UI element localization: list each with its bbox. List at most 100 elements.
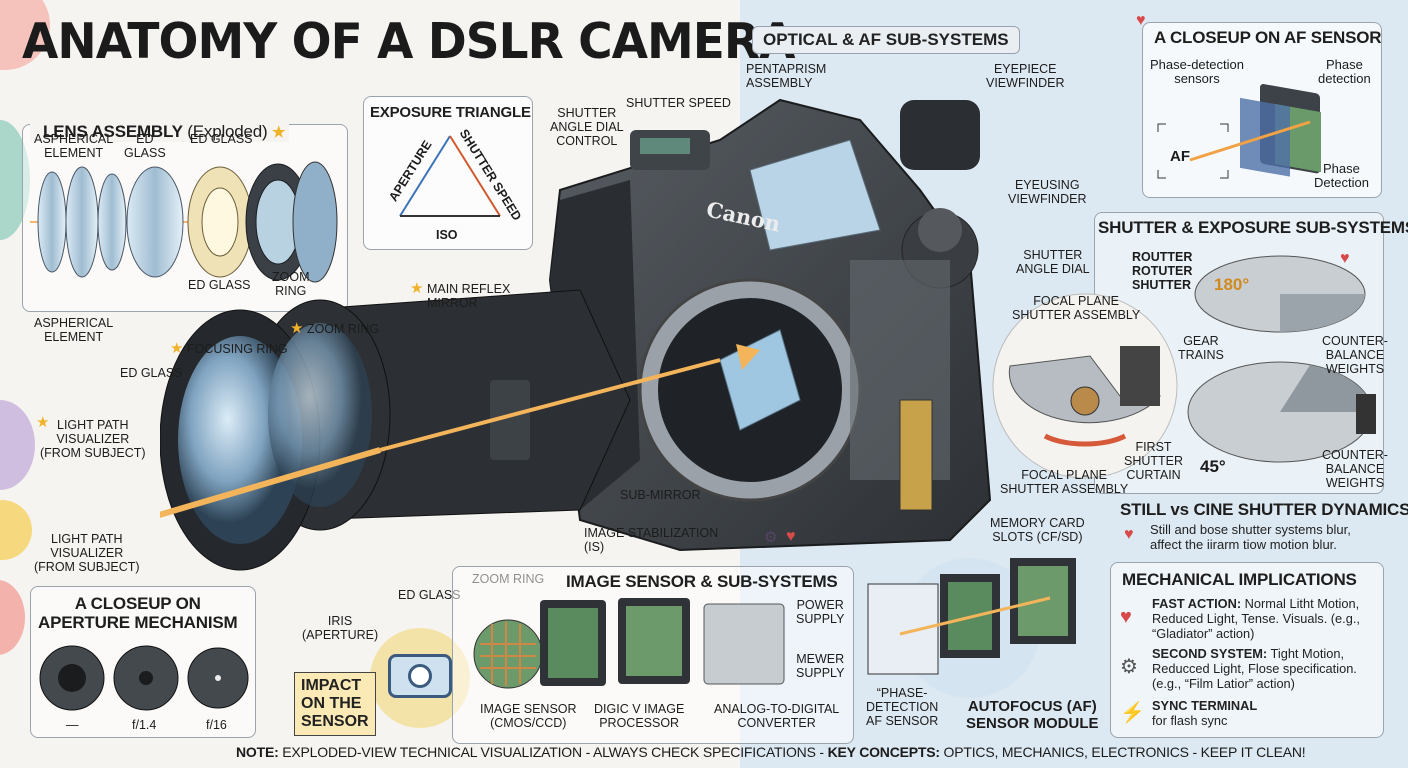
aperture-stop-2: f/1.4 (132, 718, 157, 732)
sub-mirror-label: SUB-MIRROR (620, 488, 701, 502)
iris-label: IRIS (APERTURE) (302, 614, 379, 642)
lens-label-ed-glass-1: ED GLASS (124, 132, 166, 160)
mechanical-row-3: SYNC TERMINAL for flash sync (1152, 698, 1384, 728)
mechanical-panel (1110, 562, 1384, 738)
counterbalance-1-label: COUNTER- BALANCE WEIGHTS (1322, 334, 1388, 376)
star-icon: ★ (36, 414, 50, 431)
still-cine-text: Still and bose shutter systems blur, aff… (1150, 522, 1351, 552)
lightning-icon: ⚡ (1120, 702, 1145, 724)
lens-label-aspherical-2: ASPHERICAL ELEMENT (34, 316, 114, 344)
af-label: AF (1170, 148, 1190, 165)
mechanical-row-3-bold: SYNC TERMINAL (1152, 698, 1258, 713)
mewer-supply-label: MEWER SUPPLY (796, 652, 845, 680)
main-reflex-mirror-label: ★ MAIN REFLEX MIRROR (410, 280, 511, 310)
mechanical-row-2-text: Tight Motion, Reducced Light, Flose spec… (1152, 646, 1357, 691)
lens-label-zoom-ring: ZOOM RING (272, 270, 310, 298)
note-text-2: OPTICS, MECHANICS, ELECTRONICS - KEEP IT… (939, 744, 1306, 760)
main-reflex-mirror-text: MAIN REFLEX MIRROR (426, 282, 511, 310)
still-cine-heading: STILL vs CINE SHUTTER DYNAMICS (1120, 500, 1408, 519)
angle-180-label: 180° (1214, 275, 1250, 294)
zoom-ring-top-label: ★ ZOOM RING (290, 320, 380, 337)
first-curtain-label: FIRST SHUTTER CURTAIN (1124, 440, 1184, 482)
phase-detection-af-label: “PHASE- DETECTION AF SENSOR (866, 686, 939, 728)
mechanical-row-3-text: for flash sync (1152, 713, 1228, 728)
lens-assembly-heading-bold: LENS ASSEMBLY (43, 122, 183, 141)
page-title: ANATOMY OF A DSLR CAMERA (22, 12, 795, 71)
aperture-stop-3: f/16 (206, 718, 227, 732)
heart-icon: ♥ (1136, 12, 1146, 29)
heart-icon: ♥ (1124, 526, 1134, 543)
rotary-shutter-diagram (1187, 255, 1376, 463)
pentaprism-label: PENTAPRISM ASSEMBLY (746, 62, 827, 90)
settings-icon: ⚙ (764, 529, 778, 546)
star-icon: ★ (290, 320, 304, 337)
af-pd1-label: Phase detection (1318, 57, 1371, 86)
af-pd-sensors-label: Phase-detection sensors (1150, 57, 1244, 86)
lens-icon (408, 664, 432, 688)
lens-assembly-heading: LENS ASSEMBLY (Exploded) ★ (30, 102, 290, 142)
impact-label: IMPACT ON THE SENSOR (294, 672, 376, 736)
eyeusing-label: EYEUSING VIEWFINDER (1008, 178, 1087, 206)
exposure-iso-label: ISO (436, 228, 458, 242)
light-path-2-label: LIGHT PATH VISUALIZER (FROM SUBJECT) (34, 532, 140, 574)
footer-note: NOTE: EXPLODED-VIEW TECHNICAL VISUALIZAT… (236, 744, 1306, 760)
zoom-ring-top-text: ZOOM RING (306, 322, 380, 336)
exposure-triangle-heading: EXPOSURE TRIANGLE (370, 104, 531, 121)
exposure-triangle-panel (363, 96, 533, 250)
af-closeup-heading: A CLOSEUP ON AF SENSOR (1154, 28, 1382, 47)
star-icon: ★ (272, 124, 286, 141)
mechanical-row-1-bold: FAST ACTION: (1152, 596, 1242, 611)
light-path-1-label: ★LIGHT PATH VISUALIZER (FROM SUBJECT) (36, 415, 146, 460)
note-text-1: EXPLODED-VIEW TECHNICAL VISUALIZATION - … (278, 744, 828, 760)
heart-icon: ♥ (1340, 250, 1350, 267)
star-icon: ★ (410, 280, 424, 297)
adc-label: ANALOG-TO-DIGITAL CONVERTER (714, 702, 840, 730)
camera-illustration (160, 98, 992, 571)
mechanical-row-1: FAST ACTION: Normal Litht Motion, Reduce… (1152, 596, 1384, 641)
power-supply-label: POWER SUPPLY (796, 598, 845, 626)
image-sensor-diagram (473, 598, 785, 689)
image-sensor-label: IMAGE SENSOR (CMOS/CCD) (480, 702, 577, 730)
gear-trains-label: GEAR TRAINS (1178, 334, 1224, 362)
image-stabilization-label: IMAGE STABILIZATION (IS) (584, 526, 719, 554)
focusing-ring-label: ★ FOCUSING RING (170, 340, 288, 357)
mechanical-row-2-bold: SECOND SYSTEM: (1152, 646, 1268, 661)
shutter-exposure-heading: SHUTTER & EXPOSURE SUB-SYSTEMS (1098, 218, 1408, 237)
shutter-angle-dial-control-label: SHUTTER ANGLE DIAL CONTROL (550, 106, 624, 148)
ed-glass-bottom-label: ED GLASS (398, 588, 461, 602)
digic-label: DIGIC V IMAGE PROCESSOR (594, 702, 685, 730)
lens-assembly-heading-light: (Exploded) (182, 122, 268, 141)
focal-plane-top-label: FOCAL PLANE SHUTTER ASSEMBLY (1012, 294, 1141, 322)
heart-icon: ♥ (786, 528, 796, 545)
mechanical-row-1-text: Normal Litht Motion, Reduced Light, Tens… (1152, 596, 1360, 641)
exposure-triangle-diagram (399, 135, 501, 217)
af-module-label: AUTOFOCUS (AF) SENSOR MODULE (966, 698, 1099, 732)
heart-icon: ♥ (1120, 606, 1132, 628)
gear-icon: ⚙ (1120, 656, 1138, 678)
af-module-diagram (867, 558, 1076, 698)
focal-plane-bottom-label: FOCAL PLANE SHUTTER ASSEMBLY (1000, 468, 1129, 496)
star-icon: ★ (170, 340, 184, 357)
focusing-ring-text: FOCUSING RING (186, 342, 288, 356)
note-bold-2: KEY CONCEPTS: (827, 744, 940, 760)
counterbalance-2-label: COUNTER- BALANCE WEIGHTS (1322, 448, 1388, 490)
light-path-1-text: LIGHT PATH VISUALIZER (FROM SUBJECT) (40, 418, 146, 460)
note-bold-1: NOTE: (236, 744, 279, 760)
lens-label-ed-glass-3: ED GLASS (188, 278, 251, 292)
lens-elements-diagram (30, 161, 338, 283)
optical-af-heading: OPTICAL & AF SUB-SYSTEMS (752, 26, 1020, 54)
shutter-angle-dial-label: SHUTTER ANGLE DIAL (1016, 248, 1090, 276)
rotary-shutter-label: ROUTTER ROTUTER SHUTTER (1132, 250, 1193, 292)
lens-label-aspherical-1: ASPHERICAL ELEMENT (34, 132, 114, 160)
aperture-closeup-heading: A CLOSEUP ON APERTURE MECHANISM (38, 594, 238, 632)
aperture-stop-1: — (66, 718, 79, 732)
ed-glass-left-label: ED GLASS (120, 366, 183, 380)
memory-card-label: MEMORY CARD SLOTS (CF/SD) (990, 516, 1085, 544)
mechanical-heading: MECHANICAL IMPLICATIONS (1122, 570, 1357, 589)
mechanical-row-2: SECOND SYSTEM: Tight Motion, Reducced Li… (1152, 646, 1384, 691)
angle-45-label: 45° (1200, 457, 1226, 476)
lens-label-ed-glass-2: ED GLASS (190, 132, 253, 146)
image-sensor-heading: IMAGE SENSOR & SUB-SYSTEMS (566, 572, 838, 591)
aperture-diagrams (39, 645, 249, 711)
focal-plane-shutter-diagram (992, 293, 1178, 479)
